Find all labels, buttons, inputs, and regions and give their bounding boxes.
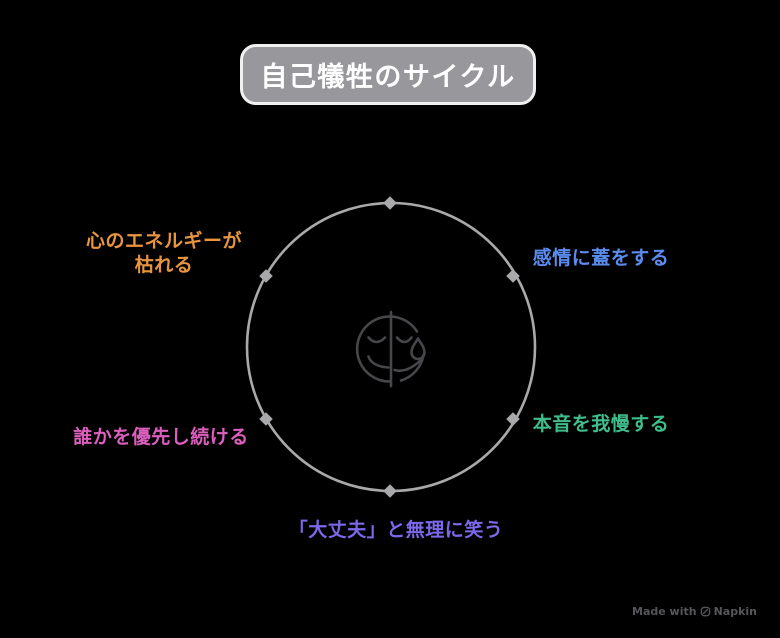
napkin-logo-icon	[700, 606, 710, 617]
page-title: 自己犠牲のサイクル	[260, 62, 516, 93]
cycle-label-upper-right: 感情に蓋をする	[532, 247, 670, 269]
mouth-right	[393, 358, 423, 372]
cycle-node-upper-right	[506, 269, 520, 283]
cycle-label-upper-left: 心のエネルギーが 枯れる	[74, 229, 254, 277]
cycle-node-top	[383, 196, 397, 210]
face-outline-arc	[355, 315, 419, 383]
cycle-label-upper-left-line1: 心のエネルギーが	[85, 230, 242, 252]
cycle-nodes	[259, 196, 520, 498]
teardrop-icon	[410, 337, 426, 361]
mouth-left	[367, 355, 390, 369]
cycle-label-lower-left: 誰かを優先し続ける	[73, 426, 249, 448]
cycle-node-upper-left	[259, 269, 273, 283]
cycle-node-bottom	[383, 484, 397, 498]
cycle-label-bottom: 「大丈夫」と無理に笑う	[288, 519, 504, 541]
cycle-label-upper-left-line2: 枯れる	[134, 254, 194, 276]
right-eye	[395, 336, 413, 344]
cycle-node-lower-left	[259, 412, 273, 426]
left-eye	[367, 336, 387, 344]
half-smiling-half-crying-face-icon	[355, 310, 426, 388]
cycle-node-lower-right	[506, 412, 520, 426]
cycle-label-lower-right: 本音を我慢する	[532, 413, 670, 435]
made-with-text: Made with	[632, 605, 697, 618]
made-with-napkin-badge[interactable]: Made with Napkin	[632, 604, 757, 619]
title-badge: 自己犠牲のサイクル	[240, 44, 536, 105]
napkin-brand-text: Napkin	[713, 605, 757, 618]
